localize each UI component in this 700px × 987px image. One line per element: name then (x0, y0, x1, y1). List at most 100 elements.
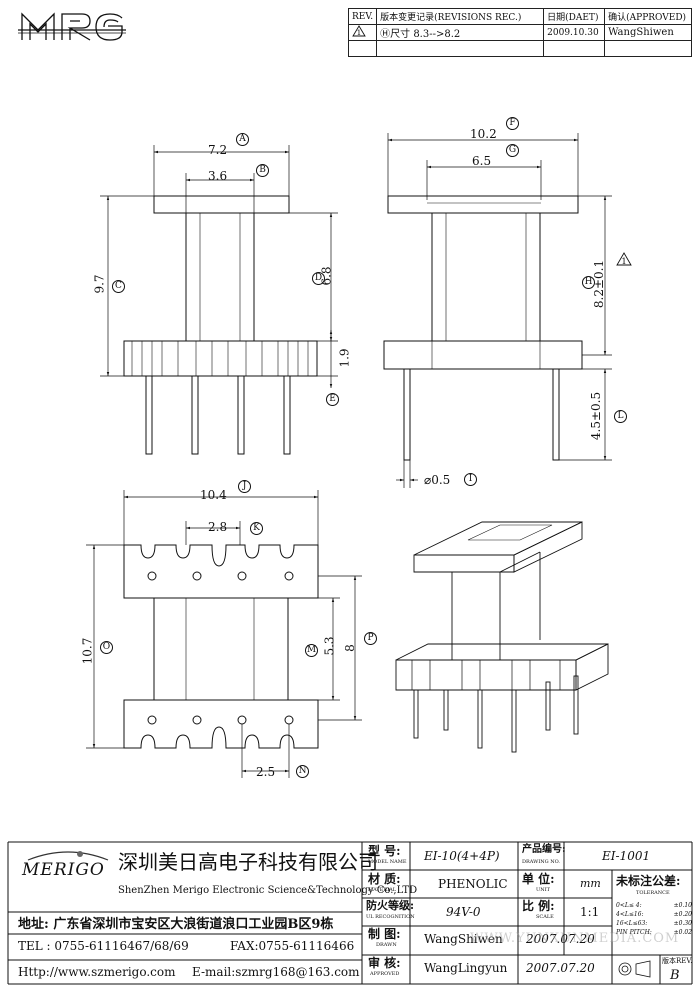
dim-E-value: 1.9 (337, 348, 352, 368)
dim-D-mark: D (312, 272, 325, 285)
dim-C-mark: C (112, 280, 125, 293)
email-text: E-mail:szmrg168@163.com (192, 965, 360, 979)
dim-E-mark: E (326, 393, 339, 406)
dim-J-mark: J (238, 480, 251, 493)
tel-text: TEL : 0755-61116467/68/69 (18, 939, 189, 953)
tol-value: ±0.02 (673, 929, 692, 936)
dim-M-value: 5.3 (322, 636, 337, 656)
technical-drawing (86, 133, 612, 778)
revision-triangle-icon: 1 (616, 252, 632, 266)
scale-label: 比 例: (522, 899, 555, 913)
dim-O-mark: O (100, 641, 113, 654)
approved-date: 2007.07.20 (526, 961, 595, 975)
dim-A-mark: A (236, 133, 249, 146)
dim-L-value: 4.5±0.5 (589, 391, 604, 441)
version-value: B (670, 968, 680, 983)
unit-label: 单 位: (522, 872, 555, 886)
fire-rating-label-en: UL RECOGNITION (366, 914, 415, 920)
revision-row-empty (347, 40, 693, 57)
scale-value: 1:1 (580, 905, 600, 919)
tolerance-label-en: TOLERANCE (636, 890, 670, 896)
model-value: EI-10(4+4P) (424, 849, 500, 863)
top-view (123, 544, 319, 749)
scale-label-en: SCALE (536, 914, 554, 920)
rev-empty-cell (347, 40, 378, 57)
drawn-date: 2007.07.20 (526, 932, 595, 946)
dim-K-value: 2.8 (208, 520, 228, 534)
approved-label: 审 核: (368, 956, 401, 970)
drawn-by-value: WangShiwen (424, 932, 503, 946)
projection-symbol-icon (618, 960, 651, 978)
dim-J-value: 10.4 (200, 488, 227, 502)
dim-N-mark: N (296, 765, 309, 778)
model-label: 型 号: (368, 844, 401, 858)
tol-range: 4<L≤16: (616, 911, 644, 918)
watermark: WWW.YUNXUNMEDIA.COM (470, 931, 680, 946)
tol-range: 16<L≤63: (616, 920, 648, 927)
drawing-no-label-en: DRAWING NO. (522, 859, 561, 865)
tolerance-label: 未标注公差: (616, 874, 681, 888)
svg-text:1: 1 (621, 257, 626, 266)
revision-triangle-icon: 1 (352, 25, 366, 37)
svg-text:1: 1 (357, 29, 361, 37)
dim-B-value: 3.6 (208, 169, 228, 183)
dim-C-value: 9.7 (92, 274, 107, 294)
drawn-label: 制 图: (368, 927, 401, 941)
dim-I-value: ⌀0.5 (424, 473, 451, 487)
fax-text: FAX:0755-61116466 (230, 939, 355, 953)
dim-M-mark: M (305, 644, 318, 657)
tol-value: ±0.30 (673, 920, 692, 927)
material-value: PHENOLIC (438, 877, 508, 891)
material-label-en: MATERIAL (368, 887, 397, 893)
dim-G-mark: G (506, 144, 519, 157)
fire-rating-value: 94V-0 (446, 905, 481, 919)
unit-label-en: UNIT (536, 887, 550, 893)
address-text: 地址: 广东省深圳市宝安区大浪街道浪口工业园B区9栋 (18, 917, 334, 932)
side-view (383, 195, 583, 461)
company-name-en: ShenZhen Merigo Electronic Science&Techn… (118, 885, 418, 896)
dim-L-mark: L (614, 410, 627, 423)
dim-N-value: 2.5 (256, 765, 276, 779)
material-label: 材 质: (368, 872, 401, 886)
tolerance-row: PIN PITCH: ±0.02 (616, 928, 692, 937)
version-label: 版本REV. (662, 957, 693, 965)
tolerance-row: 16<L≤63: ±0.30 (616, 919, 692, 928)
dim-A-value: 7.2 (208, 143, 228, 157)
merigo-logo-swoosh-icon (27, 851, 109, 861)
isometric-view (395, 521, 609, 753)
drawing-no-label: 产品编号: (522, 844, 566, 855)
rev-empty-cell (604, 40, 693, 57)
dim-I-mark: I (464, 473, 477, 486)
dim-P-value: 8 (342, 644, 357, 652)
tolerance-row: 0<L≤ 4: ±0.10 (616, 901, 692, 910)
fire-rating-label: 防火等级: (366, 899, 415, 912)
dim-H-mark: H (582, 276, 595, 289)
revision-table: REV. 版本变更记录(REVISIONS REC.) 日期(DAET) 确认(… (347, 8, 693, 57)
tolerance-list: 0<L≤ 4:±0.10 4<L≤16:±0.20 16<L≤63:±0.30 … (616, 901, 692, 937)
dim-O-value: 10.7 (80, 637, 95, 665)
dim-G-value: 6.5 (472, 154, 492, 168)
approved-by-value: WangLingyun (424, 961, 508, 975)
drawn-label-en: DRAWN (376, 942, 397, 948)
dim-F-value: 10.2 (470, 127, 497, 141)
tol-value: ±0.10 (673, 902, 692, 909)
website-text: Http://www.szmerigo.com (18, 965, 176, 979)
tol-range: PIN PITCH: (616, 929, 652, 936)
company-name-cn: 深圳美日高电子科技有限公司 (118, 850, 378, 874)
tol-range: 0<L≤ 4: (616, 902, 642, 909)
dim-K-mark: K (250, 522, 263, 535)
title-block-grid (7, 841, 693, 985)
dim-F-mark: F (506, 117, 519, 130)
dim-P-mark: P (364, 632, 377, 645)
tol-value: ±0.20 (673, 911, 692, 918)
drawing-no-value: EI-1001 (602, 849, 651, 863)
front-view (123, 195, 318, 455)
brand-name: MERIGO (22, 860, 105, 880)
approved-label-en: APPROVED (370, 971, 400, 977)
model-label-en: MODEL NAME (368, 859, 407, 865)
mrg-logo (18, 10, 126, 44)
unit-value: mm (580, 877, 601, 890)
dim-B-mark: B (256, 164, 269, 177)
tolerance-row: 4<L≤16: ±0.20 (616, 910, 692, 919)
dim-H-value: 8.2±0.1 (592, 259, 607, 309)
